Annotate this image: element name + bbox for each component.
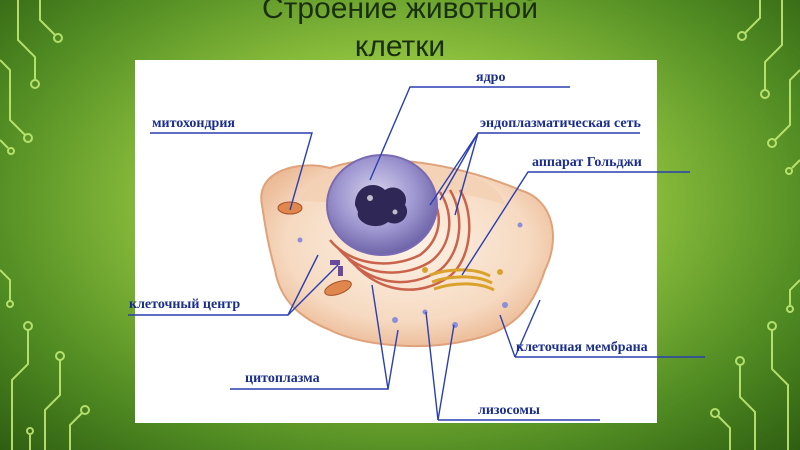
label-golgi-apparatus: аппарат Гольджи — [532, 155, 642, 170]
centriole — [338, 266, 343, 276]
label-cell-center: клеточный центр — [129, 297, 241, 312]
centriole — [330, 260, 340, 265]
label-cytoplasm: цитоплазма — [245, 371, 320, 386]
label-nucleus: ядро — [476, 70, 506, 85]
golgi-apparatus — [429, 268, 495, 292]
label-lysosomes: лизосомы — [478, 403, 540, 418]
endoplasmic-reticulum — [329, 189, 471, 291]
label-endoplasmic-reticulum: эндоплазматическая сеть — [480, 116, 641, 131]
mitochondrion — [324, 280, 352, 296]
lysosomes-dots — [297, 222, 523, 328]
label-cell-membrane: клеточная мембрана — [516, 340, 648, 355]
slide-title-line2: клетки — [354, 30, 446, 63]
label-mitochondria: митохондрия — [152, 116, 235, 131]
nucleolus — [355, 185, 408, 227]
slide-title-line1: Строение животной — [261, 0, 538, 25]
